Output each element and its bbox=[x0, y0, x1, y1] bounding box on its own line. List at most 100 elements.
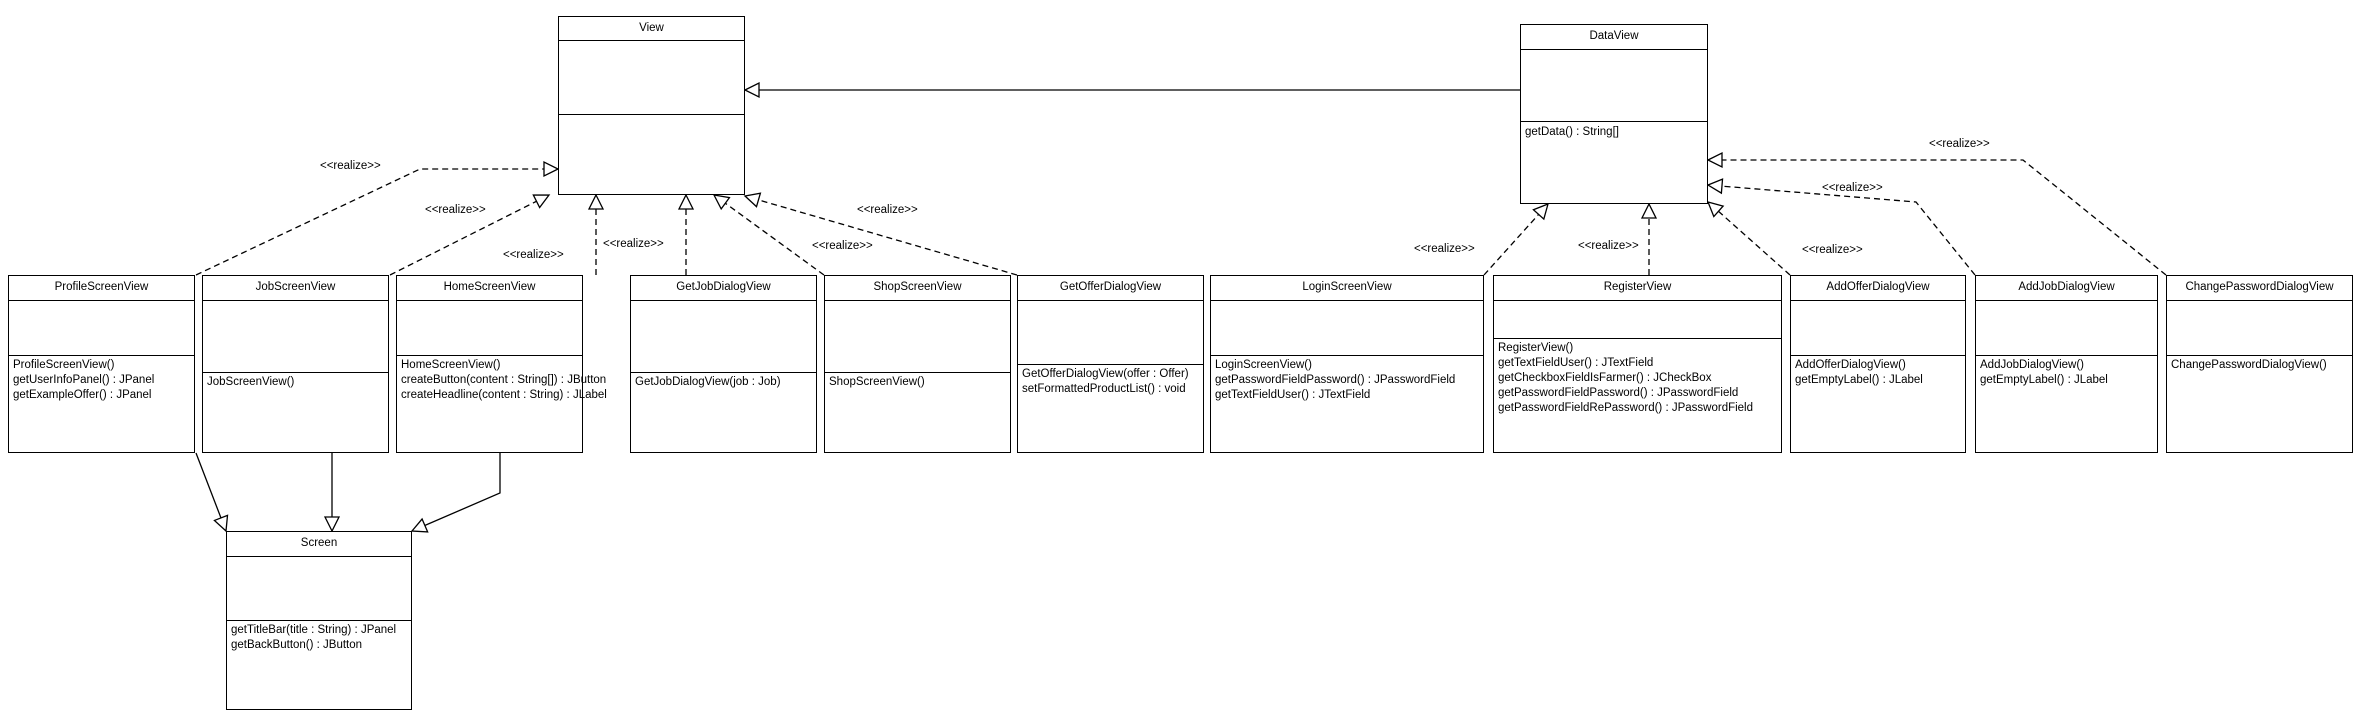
class-name: View bbox=[639, 22, 664, 34]
class-name: Screen bbox=[300, 537, 338, 549]
realize-label-register: <<realize>> bbox=[1578, 240, 1639, 252]
operations-separator bbox=[227, 620, 411, 621]
realize-label-addjob: <<realize>> bbox=[1822, 182, 1883, 194]
operation: ShopScreenView() bbox=[829, 376, 925, 388]
class-name: ProfileScreenView bbox=[54, 281, 149, 293]
class-name: GetJobDialogView bbox=[676, 281, 771, 293]
class-name: JobScreenView bbox=[255, 281, 336, 293]
attributes-separator bbox=[9, 300, 194, 301]
class-name: HomeScreenView bbox=[443, 281, 536, 293]
operations-list: GetOfferDialogView(offer : Offer) setFor… bbox=[1022, 367, 1201, 397]
operations-list: AddJobDialogView() getEmptyLabel() : JLa… bbox=[1980, 358, 2155, 388]
operations-list: getTitleBar(title : String) : JPanel get… bbox=[231, 623, 409, 653]
operation: GetOfferDialogView(offer : Offer) bbox=[1022, 368, 1189, 380]
operations-separator bbox=[1211, 355, 1483, 356]
class-add-offer-dialog-view[interactable]: AddOfferDialogView AddOfferDialogView() … bbox=[1790, 275, 1966, 453]
edge-profile-view bbox=[195, 168, 558, 276]
operations-separator bbox=[1018, 364, 1203, 365]
edge-shop-view bbox=[713, 194, 825, 276]
operations-separator bbox=[559, 114, 744, 115]
edge-addjob-dataview-arrowhead bbox=[1706, 178, 1724, 195]
realize-label-job: <<realize>> bbox=[425, 204, 486, 216]
attributes-separator bbox=[631, 300, 816, 301]
operations-list: ShopScreenView() bbox=[829, 375, 1008, 390]
class-login-screen-view[interactable]: LoginScreenView LoginScreenView() getPas… bbox=[1210, 275, 1484, 453]
operations-list: JobScreenView() bbox=[207, 375, 386, 390]
operation: AddOfferDialogView() bbox=[1795, 359, 1906, 371]
class-job-screen-view[interactable]: JobScreenView JobScreenView() bbox=[202, 275, 389, 453]
class-add-job-dialog-view[interactable]: AddJobDialogView AddJobDialogView() getE… bbox=[1975, 275, 2158, 453]
edge-home-view-arrowhead bbox=[587, 193, 605, 210]
class-screen[interactable]: Screen getTitleBar(title : String) : JPa… bbox=[226, 531, 412, 710]
operations-list: ProfileScreenView() getUserInfoPanel() :… bbox=[13, 358, 192, 403]
operations-list: AddOfferDialogView() getEmptyLabel() : J… bbox=[1795, 358, 1963, 388]
operations-list: LoginScreenView() getPasswordFieldPasswo… bbox=[1215, 358, 1481, 403]
operation: getUserInfoPanel() : JPanel bbox=[13, 374, 155, 386]
realize-label-changepw: <<realize>> bbox=[1929, 138, 1990, 150]
class-profile-screen-view[interactable]: ProfileScreenView ProfileScreenView() ge… bbox=[8, 275, 195, 453]
operation: ProfileScreenView() bbox=[13, 359, 115, 371]
edge-getoffer-view-arrowhead bbox=[743, 192, 762, 208]
operation: getBackButton() : JButton bbox=[231, 639, 363, 651]
operation: getData() : String[] bbox=[1525, 126, 1619, 138]
realize-label-getoffer: <<realize>> bbox=[857, 204, 918, 216]
realize-label-shop: <<realize>> bbox=[812, 240, 873, 252]
operations-separator bbox=[1494, 338, 1781, 339]
operation: ChangePasswordDialogView() bbox=[2171, 359, 2327, 371]
operation: getPasswordFieldPassword() : JPasswordFi… bbox=[1215, 374, 1456, 386]
attributes-separator bbox=[203, 300, 388, 301]
edge-home-screen-arrowhead bbox=[410, 517, 429, 533]
operation: getEmptyLabel() : JLabel bbox=[1795, 374, 1923, 386]
class-change-password-dialog-view[interactable]: ChangePasswordDialogView ChangePasswordD… bbox=[2166, 275, 2353, 453]
class-data-view[interactable]: DataView getData() : String[] bbox=[1520, 24, 1708, 204]
class-get-offer-dialog-view[interactable]: GetOfferDialogView GetOfferDialogView(of… bbox=[1017, 275, 1204, 453]
operations-separator bbox=[1791, 355, 1965, 356]
edge-getoffer-view bbox=[744, 195, 1018, 276]
class-name: LoginScreenView bbox=[1302, 281, 1392, 293]
class-name: GetOfferDialogView bbox=[1059, 281, 1162, 293]
operations-separator bbox=[397, 355, 582, 356]
edge-login-dataview bbox=[1483, 203, 1549, 276]
class-name: ChangePasswordDialogView bbox=[2185, 281, 2334, 293]
operation: getEmptyLabel() : JLabel bbox=[1980, 374, 2108, 386]
attributes-separator bbox=[397, 300, 582, 301]
operation: getTextFieldUser() : JTextField bbox=[1498, 357, 1654, 369]
operation: createHeadline(content : String) : JLabe… bbox=[401, 389, 607, 401]
operations-separator bbox=[203, 372, 388, 373]
edge-job-view-arrowhead bbox=[532, 194, 551, 209]
edge-addoffer-dataview bbox=[1707, 201, 1791, 276]
operations-separator bbox=[2167, 355, 2352, 356]
operations-list: ChangePasswordDialogView() bbox=[2171, 358, 2350, 373]
edge-register-dataview-arrowhead bbox=[1640, 202, 1658, 219]
attributes-separator bbox=[227, 556, 411, 557]
attributes-separator bbox=[1494, 300, 1781, 301]
operations-list: HomeScreenView() createButton(content : … bbox=[401, 358, 607, 403]
class-shop-screen-view[interactable]: ShopScreenView ShopScreenView() bbox=[824, 275, 1011, 453]
edge-dataview-view-arrowhead bbox=[743, 81, 760, 99]
operation: setFormattedProductList() : void bbox=[1022, 383, 1186, 395]
edge-getjob-view-arrowhead bbox=[677, 193, 695, 210]
attributes-separator bbox=[1211, 300, 1483, 301]
operations-list: getData() : String[] bbox=[1525, 125, 1705, 140]
realize-label-home-right: <<realize>> bbox=[603, 238, 664, 250]
edge-addjob-dataview bbox=[1707, 184, 1976, 276]
realize-label-addoffer: <<realize>> bbox=[1802, 244, 1863, 256]
class-register-view[interactable]: RegisterView RegisterView() getTextField… bbox=[1493, 275, 1782, 453]
realize-label-profile: <<realize>> bbox=[320, 160, 381, 172]
attributes-separator bbox=[1521, 49, 1707, 50]
operation: JobScreenView() bbox=[207, 376, 295, 388]
class-name: DataView bbox=[1589, 30, 1639, 42]
edge-addoffer-dataview-arrowhead bbox=[1706, 201, 1725, 218]
operations-list: GetJobDialogView(job : Job) bbox=[635, 375, 814, 390]
edge-shop-view-arrowhead bbox=[712, 194, 731, 211]
class-view[interactable]: View bbox=[558, 16, 745, 195]
edge-changepw-dataview-arrowhead bbox=[1706, 151, 1723, 169]
attributes-separator bbox=[1018, 300, 1203, 301]
operations-separator bbox=[9, 355, 194, 356]
realize-label-login: <<realize>> bbox=[1414, 243, 1475, 255]
class-get-job-dialog-view[interactable]: GetJobDialogView GetJobDialogView(job : … bbox=[630, 275, 817, 453]
edge-profile-screen-arrowhead bbox=[213, 514, 229, 533]
edge-login-dataview-arrowhead bbox=[1532, 202, 1549, 221]
class-home-screen-view[interactable]: HomeScreenView HomeScreenView() createBu… bbox=[396, 275, 607, 453]
